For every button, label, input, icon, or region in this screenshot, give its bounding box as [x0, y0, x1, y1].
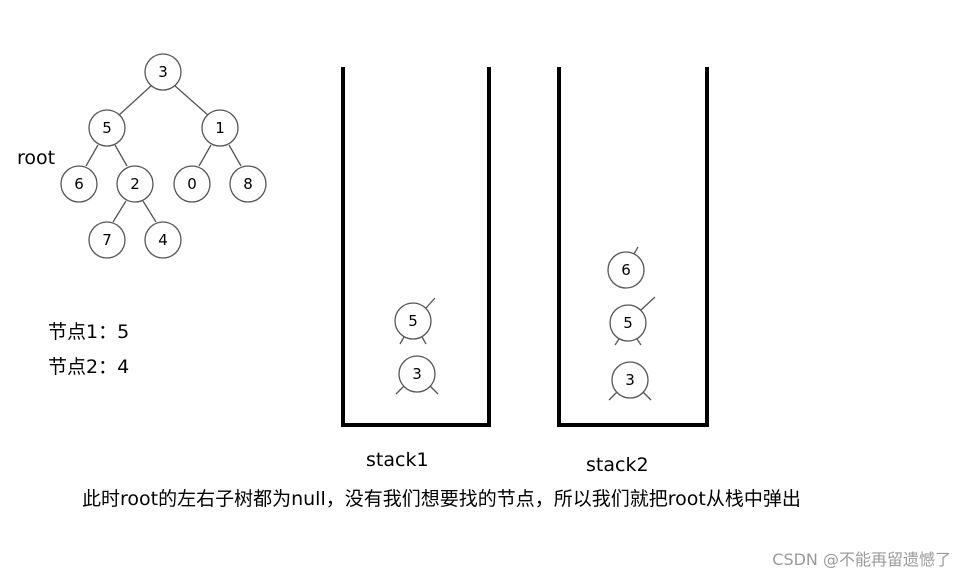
- tree-node-4-label: 4: [158, 231, 168, 249]
- stack1-item-5-edge-right: [425, 297, 436, 309]
- edge-3-5: [117, 84, 153, 117]
- tree-node-5-label: 5: [102, 119, 112, 137]
- stack1-item-5: 5: [394, 297, 436, 345]
- edge-3-1: [173, 84, 210, 117]
- tree-node-1-label: 1: [215, 119, 225, 137]
- watermark-text: CSDN @不能再留遗憾了: [772, 550, 951, 569]
- node1-label: 节点1：5: [48, 321, 130, 343]
- caption-text: 此时root的左右子树都为null，没有我们想要找的节点，所以我们就把root从…: [82, 488, 801, 510]
- stack1-items: 5 3: [394, 297, 439, 395]
- stack2-container: [557, 67, 709, 427]
- stack2-item-5: 5: [609, 296, 656, 346]
- stack2-item-5-edge-right: [640, 296, 656, 311]
- stack1-item-3-edge-down-right: [429, 385, 439, 395]
- edge-5-2: [114, 144, 128, 167]
- stack1-label: stack1: [366, 449, 429, 471]
- tree-node-5: 5: [88, 109, 126, 147]
- stack1-item-3-edge-down-left: [395, 385, 405, 395]
- tree-node-1: 1: [201, 109, 239, 147]
- tree-node-4: 4: [144, 221, 182, 259]
- stack2-item-5-label: 5: [623, 314, 633, 332]
- stack2-item-3: 3: [608, 361, 652, 401]
- edge-5-6: [85, 144, 99, 167]
- edge-1-0: [198, 144, 212, 167]
- stack2-item-3-edge-down-left: [608, 391, 618, 401]
- tree-node-3-label: 3: [158, 63, 168, 81]
- node2-label: 节点2：4: [48, 356, 130, 378]
- tree-nodes: 3 5 1 6 2 0 8 7: [60, 53, 267, 259]
- stack1-item-3-label: 3: [412, 365, 422, 383]
- stack2-item-6-edge-right: [633, 246, 639, 255]
- stack2-item-3-edge-down-right: [642, 391, 652, 401]
- tree-edges: [85, 84, 242, 223]
- stack1-item-3: 3: [395, 355, 439, 395]
- stack2-item-5-edge-down-right: [636, 338, 642, 346]
- edge-2-7: [112, 200, 127, 223]
- stack2-item-3-label: 3: [625, 371, 635, 389]
- tree-node-0-label: 0: [187, 175, 197, 193]
- tree-node-3: 3: [144, 53, 182, 91]
- tree-node-7-label: 7: [102, 231, 112, 249]
- stack2-label: stack2: [586, 454, 649, 476]
- stack2-item-6: 6: [607, 246, 645, 289]
- tree-node-2-label: 2: [130, 175, 140, 193]
- root-label: root: [17, 147, 56, 169]
- stack2-item-5-edge-down-left: [614, 338, 620, 346]
- edge-2-4: [142, 200, 157, 223]
- stack2-item-6-label: 6: [621, 261, 631, 279]
- tree-node-0: 0: [173, 165, 211, 203]
- stack1-item-5-edge-down-left: [399, 336, 405, 345]
- stack1-item-5-edge-down-right: [421, 336, 427, 345]
- edge-1-8: [228, 144, 242, 167]
- tree-node-8: 8: [229, 165, 267, 203]
- stack2-items: 6 5 3: [607, 246, 656, 401]
- tree-node-6-label: 6: [74, 175, 84, 193]
- tree-node-2: 2: [116, 165, 154, 203]
- tree-node-8-label: 8: [243, 175, 253, 193]
- tree-node-6: 6: [60, 165, 98, 203]
- stack1-item-5-label: 5: [408, 312, 418, 330]
- tree-node-7: 7: [88, 221, 126, 259]
- stack1-container: [341, 67, 491, 427]
